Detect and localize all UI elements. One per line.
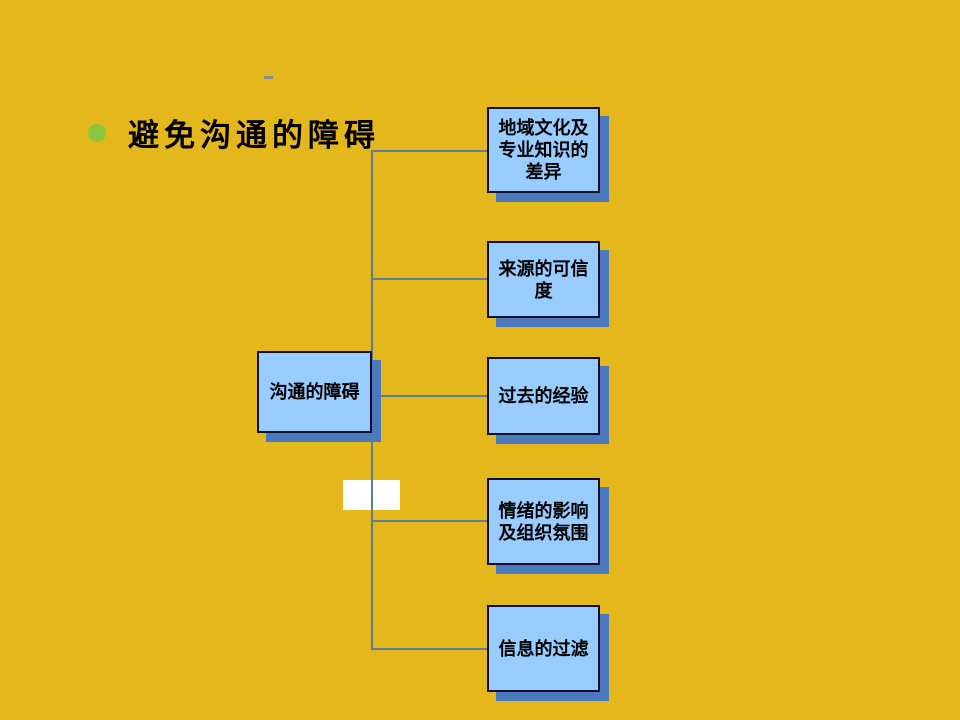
dash-mark [264, 76, 273, 79]
node-label: 信息的过滤 [498, 638, 589, 659]
node-label: 情绪的影响 及组织氛围 [498, 500, 589, 543]
connector-horizontal-2 [371, 278, 487, 280]
node-communication-barriers: 沟通的障碍 [257, 351, 372, 433]
connector-horizontal-1 [371, 150, 487, 152]
connector-horizontal-4 [371, 520, 487, 522]
connector-horizontal-5 [371, 648, 487, 650]
node-emotions-organizational-atmosphere: 情绪的影响 及组织氛围 [487, 478, 600, 565]
node-label: 过去的经验 [498, 386, 589, 406]
node-label: 地域文化及 专业知识的 差异 [498, 118, 589, 182]
node-past-experience: 过去的经验 [487, 357, 600, 435]
node-information-filtering: 信息的过滤 [487, 605, 600, 692]
node-source-credibility: 来源的可信 度 [487, 241, 600, 318]
bullet-icon [88, 123, 106, 142]
connector-vertical [371, 150, 373, 649]
node-label: 沟通的障碍 [269, 382, 360, 402]
node-label: 来源的可信 度 [498, 258, 589, 301]
page-title: 避免沟通的障碍 [128, 118, 380, 153]
title-row: 避免沟通的障碍 [88, 110, 380, 155]
node-regional-culture-knowledge-differences: 地域文化及 专业知识的 差异 [487, 107, 600, 193]
connector-horizontal-3 [371, 395, 487, 397]
